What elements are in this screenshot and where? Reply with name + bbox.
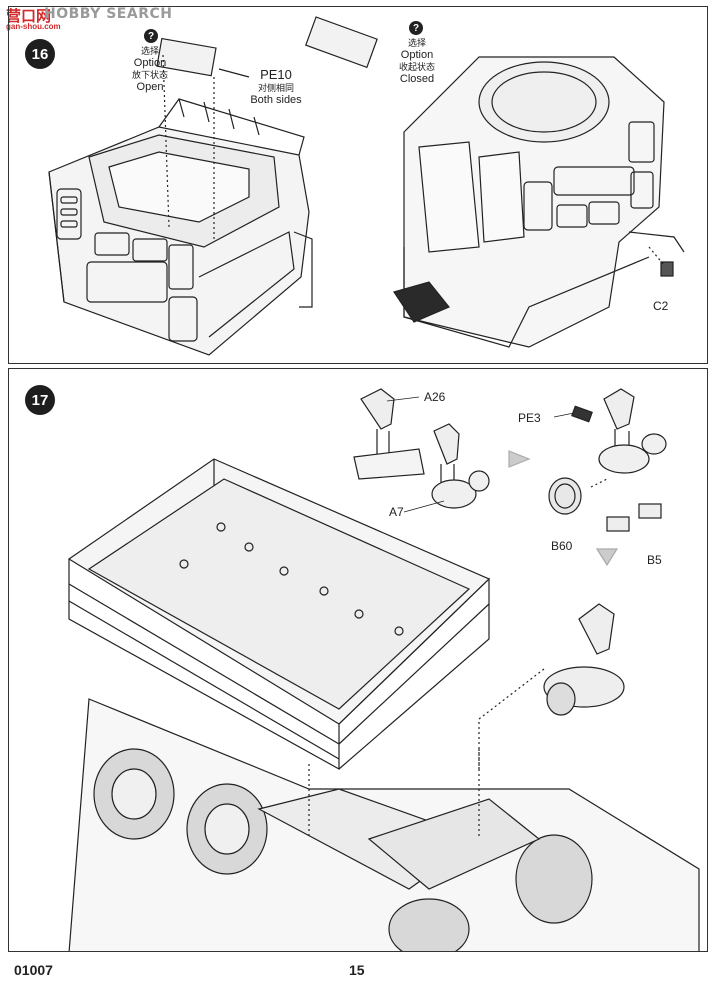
part-c2: C2 bbox=[653, 299, 669, 313]
part-pe3: PE3 bbox=[518, 411, 541, 425]
question-icon: ? bbox=[144, 29, 158, 43]
pe10-cn: 对侧相同 bbox=[257, 83, 294, 93]
step-number-17: 17 bbox=[25, 385, 55, 415]
cab-illustration-16 bbox=[48, 16, 685, 356]
option-closed-state-cn: 收起状态 bbox=[398, 62, 435, 72]
option-closed-state-en: Closed bbox=[399, 73, 435, 85]
pe10-en: Both sides bbox=[250, 94, 302, 106]
option-open-cn: 选择 bbox=[140, 46, 159, 56]
part-b5: B5 bbox=[647, 553, 662, 567]
option-open-state-cn: 放下状态 bbox=[131, 70, 168, 80]
pe10-code: PE10 bbox=[260, 67, 292, 82]
watermark-url: gan-shou.com bbox=[6, 22, 61, 31]
step-17-panel: 17 bbox=[8, 368, 708, 952]
footer-code: 01007 bbox=[14, 962, 53, 978]
option-open-label: 选择 Option 放下状态 Open bbox=[107, 45, 193, 93]
option-open-state-en: Open bbox=[136, 81, 164, 93]
question-icon: ? bbox=[409, 21, 423, 35]
option-open-en: Option bbox=[133, 57, 167, 69]
part-a7: A7 bbox=[389, 505, 404, 519]
part-a26: A26 bbox=[424, 390, 446, 404]
watermark: 营口网 HOBBY SEARCH gan-shou.com bbox=[4, 2, 179, 32]
step-number-16: 16 bbox=[25, 39, 55, 69]
option-closed-label: 选择 Option 收起状态 Closed bbox=[375, 37, 459, 85]
step-16-panel: 16 bbox=[8, 6, 708, 364]
option-closed-en: Option bbox=[400, 49, 434, 61]
part-b60: B60 bbox=[551, 539, 573, 553]
watermark-brand: HOBBY SEARCH bbox=[44, 6, 173, 22]
watermark-cn: 营口网 bbox=[6, 8, 52, 25]
option-closed-cn: 选择 bbox=[407, 38, 426, 48]
pe10-label: PE10 对侧相同 Both sides bbox=[241, 67, 311, 106]
truck-illustration-17 bbox=[67, 388, 700, 951]
page-number: 15 bbox=[349, 962, 365, 978]
